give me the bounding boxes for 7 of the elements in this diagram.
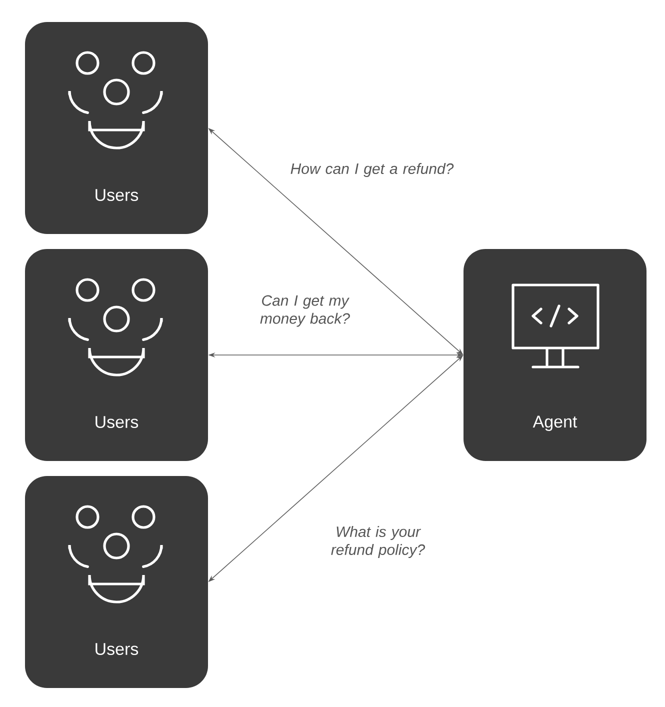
edge-label: What is your refund policy? [331,526,426,558]
edge-label: Can I get my money back? [260,295,350,327]
agent-box: Agent [464,249,646,461]
edge-label: How can I get a refund? [290,163,454,177]
user-box: Users [25,22,208,234]
user-box: Users [25,476,208,688]
user-box: Users [25,249,208,461]
